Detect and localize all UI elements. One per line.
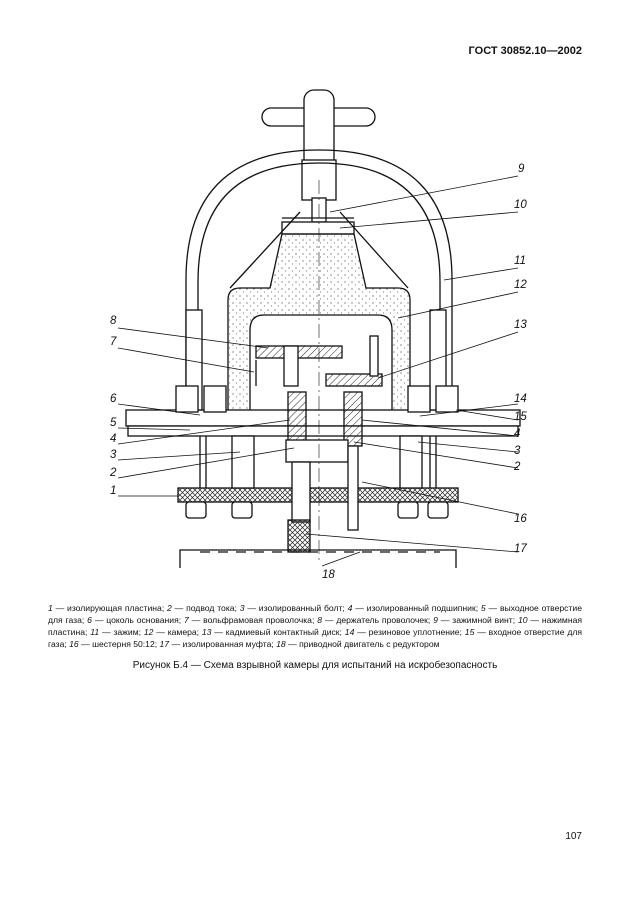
contact-disc xyxy=(325,373,383,387)
legend-entry: 1 — изолирующая пластина; xyxy=(48,603,165,613)
callout-label: 2 xyxy=(513,461,521,473)
legend-text: приводной двигатель с редуктором xyxy=(299,639,440,649)
callout-label: 4 xyxy=(110,433,116,445)
legend-text: держатель проволочек; xyxy=(336,615,431,625)
legend-entry: 17 — изолированная муфта; xyxy=(159,639,274,649)
legend-entry: 13 — кадмиевый контактный диск; xyxy=(201,627,342,637)
legend-number: 12 xyxy=(143,627,154,637)
legend-number: 14 xyxy=(344,627,355,637)
clamp-arch-outer xyxy=(185,149,453,410)
insulated-coupling xyxy=(287,519,311,553)
leader-lines xyxy=(117,175,519,567)
callout-label: 8 xyxy=(110,315,117,327)
legend-number: 7 xyxy=(184,615,189,625)
callout-label: 16 xyxy=(514,513,527,525)
legend-entry: 12 — камера; xyxy=(143,627,200,637)
legend-entry: 4 — изолированный подшипник; xyxy=(347,603,479,613)
legend-number: 18 xyxy=(276,639,286,649)
callout-label: 17 xyxy=(514,543,527,555)
insulating-plate xyxy=(177,487,459,503)
legend-number: 6 xyxy=(87,615,92,625)
legend-entry: 2 — подвод тока; xyxy=(167,603,237,613)
callout-label: 18 xyxy=(322,569,335,581)
callout-label: 5 xyxy=(110,417,117,429)
legend-number: 3 xyxy=(239,603,245,613)
callout-label: 13 xyxy=(514,319,527,331)
legend-text: изолированная муфта; xyxy=(182,639,274,649)
legend-entry: 18 — приводной двигатель с редуктором xyxy=(276,639,440,649)
legend-number: 17 xyxy=(159,639,170,649)
wire-holder xyxy=(255,345,343,359)
legend-number: 1 xyxy=(48,603,53,613)
legend-text: нажимная пластина; xyxy=(48,615,583,637)
legend-number: 13 xyxy=(201,627,212,637)
figure-legend: 1 — изолирующая пластина; 2 — подвод ток… xyxy=(48,602,582,650)
motor-outline xyxy=(179,549,457,568)
legend-text: кадмиевый контактный диск; xyxy=(225,627,342,637)
gear xyxy=(291,461,311,523)
legend-entry: 11 — зажим; xyxy=(90,627,142,637)
legend-text: изолированный болт; xyxy=(258,603,345,613)
legend-number: 16 xyxy=(69,639,79,649)
legend-text: зажим; xyxy=(113,627,142,637)
clamp-arch-inner xyxy=(197,162,441,410)
callout-label: 1 xyxy=(110,485,116,497)
callout-label: 14 xyxy=(514,393,527,405)
legend-entry: 15 — входное отверстие для газа; xyxy=(48,627,583,649)
callout-label: 7 xyxy=(110,336,117,348)
page-number: 107 xyxy=(565,831,582,842)
callout-label: 2 xyxy=(109,467,117,479)
legend-entry: 3 — изолированный болт; xyxy=(239,603,345,613)
legend-entry: 5 — выходное отверстие для газа; xyxy=(48,603,582,625)
legend-entry: 10 — нажимная пластина; xyxy=(48,615,583,637)
callout-labels: 9 10 11 12 8 13 7 6 14 5 15 4 4 3 3 2 2 … xyxy=(109,163,527,581)
legend-text: зажимной винт; xyxy=(452,615,516,625)
standard-header: ГОСТ 30852.10—2002 xyxy=(468,45,582,57)
legend-text: шестерня 50:12; xyxy=(92,639,158,649)
legend-number: 11 xyxy=(90,627,100,637)
legend-number: 15 xyxy=(464,627,475,637)
legend-number: 2 xyxy=(167,603,172,613)
legend-entry: 14 — резиновое уплотнение; xyxy=(344,627,462,637)
bearing-left xyxy=(287,391,307,447)
legend-number: 10 xyxy=(517,615,528,625)
legend-entry: 8 — держатель проволочек; xyxy=(317,615,431,625)
legend-text: резиновое уплотнение; xyxy=(368,627,462,637)
legend-text: изолированный подшипник; xyxy=(366,603,479,613)
legend-number: 8 xyxy=(317,615,322,625)
legend-text: вольфрамовая проволочка; xyxy=(203,615,315,625)
legend-text: цоколь основания; xyxy=(106,615,182,625)
callout-label: 10 xyxy=(514,199,527,211)
legend-text: подвод тока; xyxy=(186,603,237,613)
callout-label: 6 xyxy=(110,393,117,405)
legend-entry: 6 — цоколь основания; xyxy=(87,615,182,625)
chamber-body xyxy=(227,233,411,413)
figure-caption: Рисунок Б.4 — Схема взрывной камеры для … xyxy=(132,660,498,671)
legend-number: 4 xyxy=(347,603,353,613)
callout-label: 3 xyxy=(514,445,521,457)
legend-number: 9 xyxy=(433,615,438,625)
legend-number: 5 xyxy=(480,603,486,613)
legend-text: камера; xyxy=(167,627,200,637)
callout-label: 3 xyxy=(110,449,117,461)
drawing-geometry xyxy=(117,89,521,568)
callout-label: 9 xyxy=(518,163,525,175)
legend-text: выходное отверстие для газа; xyxy=(48,603,582,625)
bearing-right xyxy=(343,391,363,447)
legend-text: входное отверстие для газа; xyxy=(48,627,583,649)
legend-entry: 16 — шестерня 50:12; xyxy=(69,639,158,649)
legend-entry: 7 — вольфрамовая проволочка; xyxy=(184,615,315,625)
legend-text: изолирующая пластина; xyxy=(67,603,165,613)
callout-label: 12 xyxy=(514,279,527,291)
callout-label: 15 xyxy=(514,411,527,423)
explosion-chamber-diagram: 9 10 11 12 8 13 7 6 14 5 15 4 4 3 3 2 2 … xyxy=(109,89,527,581)
legend-entry: 9 — зажимной винт; xyxy=(433,615,516,625)
handle-stem xyxy=(303,89,335,171)
callout-label: 11 xyxy=(514,255,526,267)
callout-label: 4 xyxy=(514,428,520,440)
